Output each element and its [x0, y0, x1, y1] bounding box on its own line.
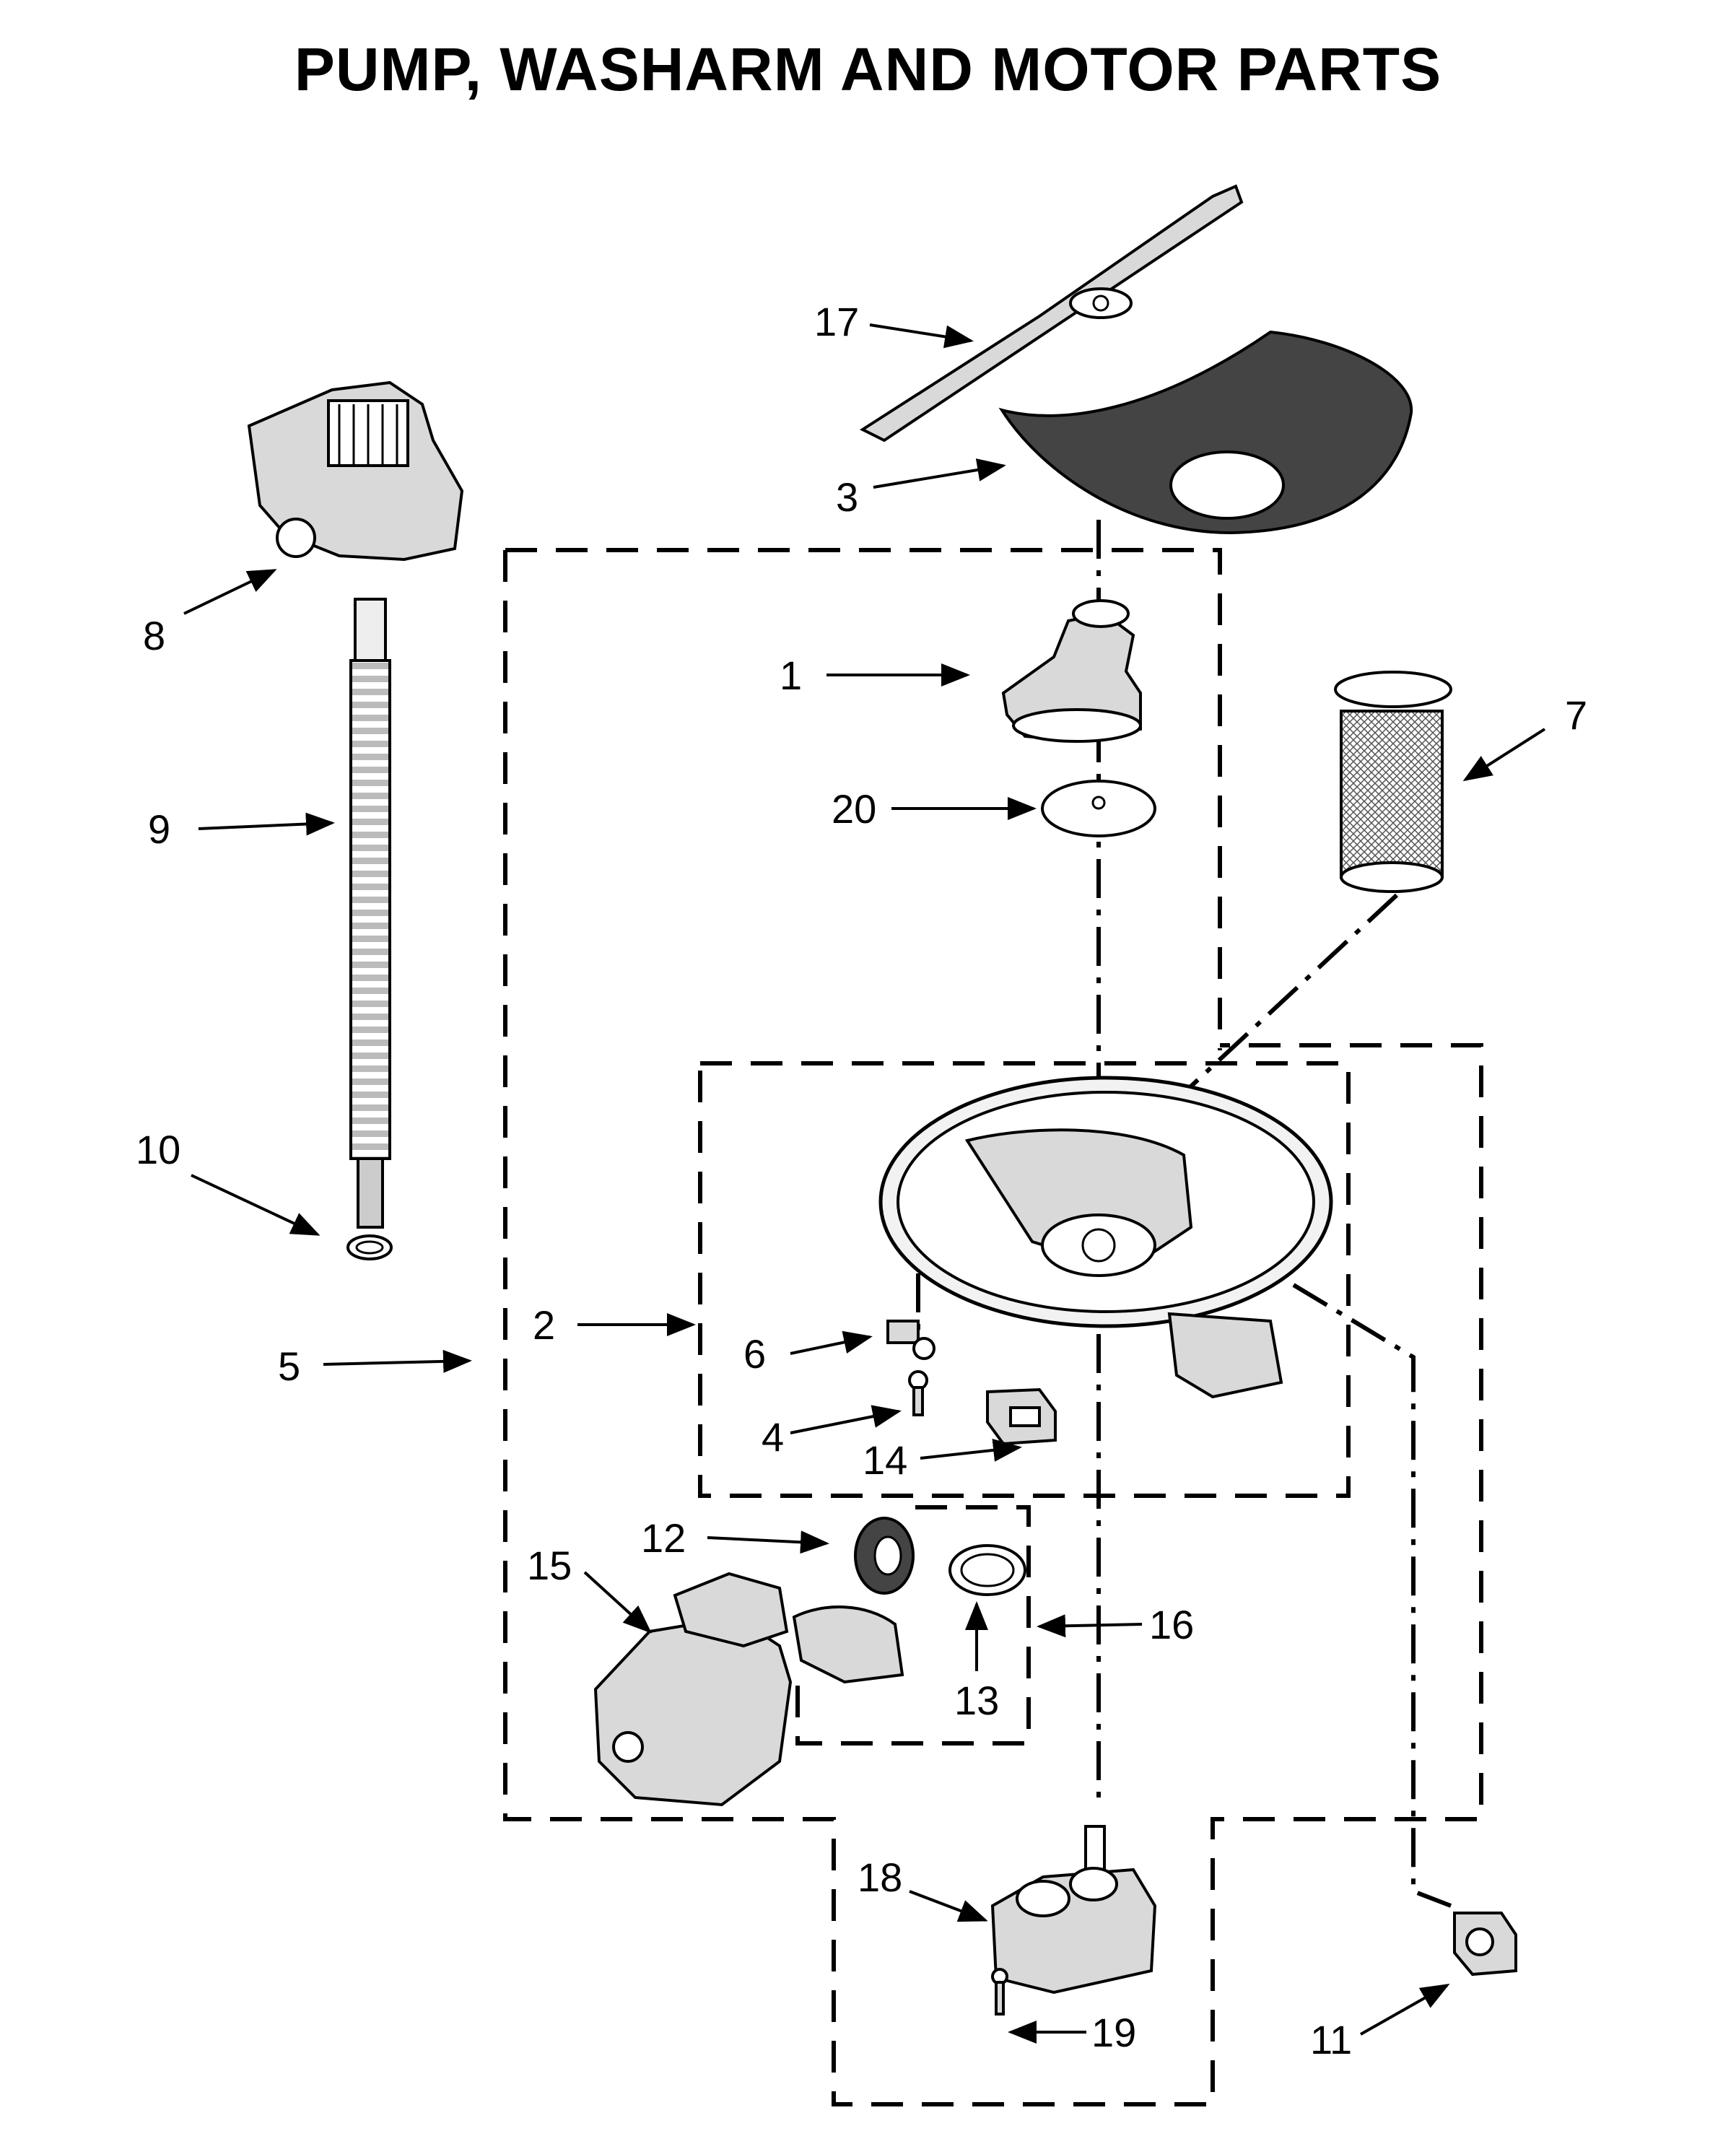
pressure-sensor-connector-line — [1292, 1283, 1452, 1908]
callout-19: 19 — [1091, 2010, 1136, 2055]
leader-10 — [191, 1174, 320, 1236]
callout-14: 14 — [863, 1437, 907, 1483]
motor-clamp — [948, 1544, 1026, 1596]
leader-14 — [920, 1439, 1022, 1462]
callout-1: 1 — [780, 653, 802, 698]
connector-block — [986, 1387, 1057, 1446]
group-box-5 — [503, 548, 1483, 2106]
spray-arm-shroud — [998, 330, 1413, 535]
pump-diaphragm — [1041, 780, 1156, 837]
diverter-screw — [991, 1968, 1008, 2016]
callout-11: 11 — [1310, 2017, 1352, 2062]
filter-connector-line — [1161, 893, 1399, 1206]
drain-hose — [349, 598, 391, 1229]
callout-9: 9 — [148, 806, 170, 852]
callout-20: 20 — [832, 786, 876, 832]
group-box-2 — [698, 1061, 1351, 1498]
callout-18: 18 — [858, 1855, 902, 1900]
leader-3 — [873, 458, 1006, 489]
callout-10: 10 — [136, 1127, 180, 1172]
callout-17: 17 — [814, 299, 859, 344]
callout-6: 6 — [743, 1331, 766, 1377]
leader-9 — [198, 812, 335, 836]
wash-motor — [593, 1572, 904, 1807]
drain-pump — [247, 380, 464, 562]
callout-16: 16 — [1149, 1602, 1194, 1647]
callout-7: 7 — [1565, 692, 1587, 738]
pressure-sensor — [1453, 1912, 1517, 1977]
leader-6 — [790, 1330, 873, 1355]
motor-seal — [854, 1517, 915, 1595]
leader-17 — [869, 323, 974, 349]
sump-assembly — [878, 1076, 1333, 1399]
leader-12 — [707, 1530, 829, 1554]
filter-assembly — [1334, 671, 1452, 893]
group-box-16 — [795, 1505, 1031, 1746]
callout-15: 15 — [527, 1543, 572, 1588]
callout-2: 2 — [533, 1302, 555, 1348]
callout-8: 8 — [143, 613, 165, 658]
leader-11 — [1360, 1984, 1450, 2036]
callout-13: 13 — [954, 1678, 999, 1723]
leader-5 — [323, 1349, 472, 1373]
leader-4 — [790, 1405, 902, 1434]
hose-clamp — [346, 1234, 393, 1260]
callout-4: 4 — [762, 1414, 784, 1460]
leader-8 — [183, 569, 277, 615]
pump-housing — [1001, 599, 1142, 743]
leader-15 — [583, 1571, 652, 1634]
leader-16 — [1037, 1614, 1143, 1638]
leader-7 — [1462, 728, 1546, 782]
diverter-motor — [990, 1825, 1157, 1995]
spray-arm — [859, 184, 1244, 443]
turbidity-sensor — [886, 1320, 935, 1360]
screw — [908, 1370, 928, 1416]
callout-3: 3 — [836, 474, 858, 520]
diagram-title: PUMP, WASHARM AND MOTOR PARTS — [294, 35, 1442, 103]
callout-12: 12 — [641, 1515, 686, 1561]
leader-18 — [909, 1890, 988, 1922]
callout-5: 5 — [278, 1343, 300, 1389]
